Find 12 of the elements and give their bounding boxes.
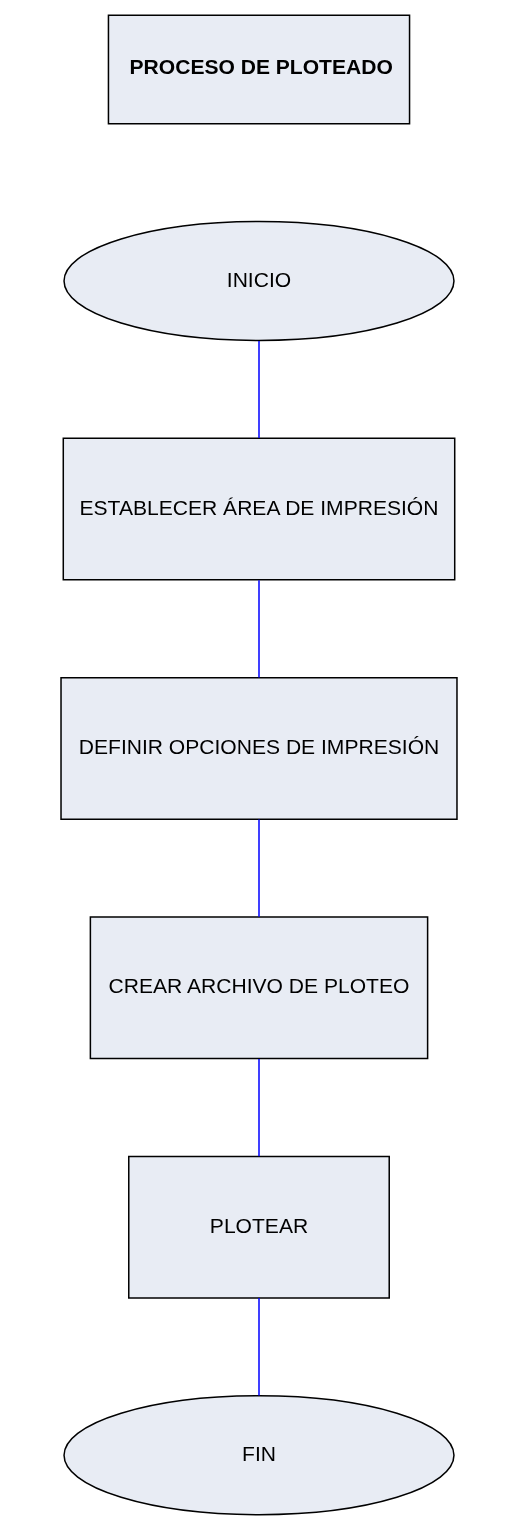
node-box: CREAR ARCHIVO DE PLOTEO xyxy=(89,916,428,1060)
connector xyxy=(257,579,260,679)
node-ellipse: FIN xyxy=(62,1395,455,1516)
connector xyxy=(257,340,260,439)
connector xyxy=(257,1297,260,1397)
node-box: ESTABLECER ÁREA DE IMPRESIÓN xyxy=(62,437,455,581)
connector xyxy=(257,818,260,918)
node-box: PROCESO DE PLOTEADO xyxy=(107,14,410,125)
node-box: PLOTEAR xyxy=(127,1155,390,1299)
connector xyxy=(257,1058,260,1157)
node-box: DEFINIR OPCIONES DE IMPRESIÓN xyxy=(59,676,458,820)
node-ellipse: INICIO xyxy=(62,220,455,342)
